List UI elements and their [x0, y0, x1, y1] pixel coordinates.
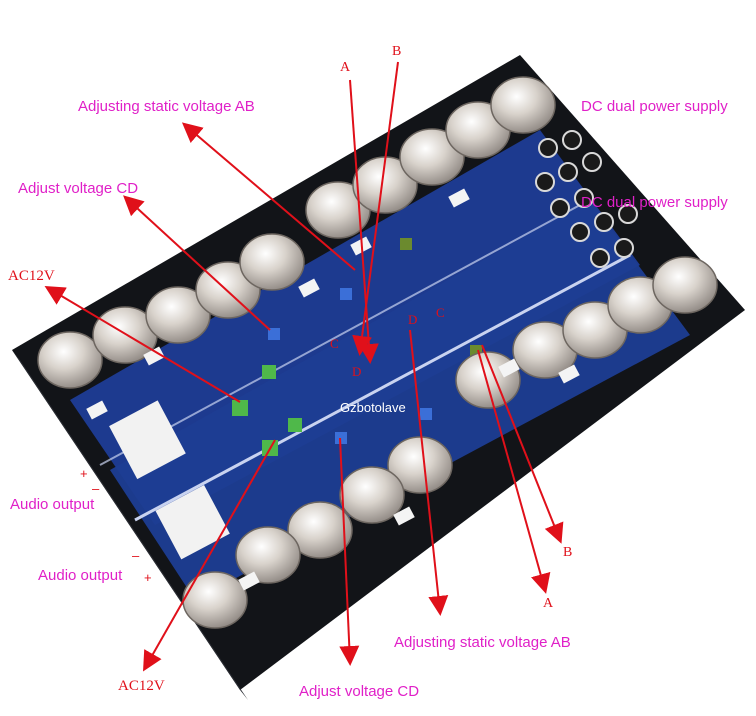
arrow-b-bottom: [481, 344, 564, 544]
capacitor-bank: [535, 130, 638, 268]
label-ac12v-bottom: AC12V: [118, 678, 165, 694]
label-dc-power-supply-2: DC dual power supply: [581, 194, 728, 211]
minus-sign-1: –: [92, 481, 100, 496]
label-d-left: D: [352, 364, 362, 379]
minus-sign-2: –: [132, 548, 140, 563]
label-a-top: A: [340, 60, 351, 75]
plus-sign-2: +: [144, 570, 152, 585]
arrow-ac12v-top: [44, 285, 241, 403]
watermark-text: Gzbotolave: [340, 400, 406, 415]
arrow-ab-bottom: [409, 329, 449, 616]
label-c-left: C: [330, 336, 339, 351]
terminal-ac12v-top: [232, 400, 248, 416]
label-b-bottom: B: [563, 545, 573, 560]
arrow-ac12v-bottom: [143, 439, 276, 672]
arrow-a-bottom: [477, 349, 551, 594]
arrow-a-top: [349, 79, 379, 364]
label-adjust-voltage-cd-bottom: Adjust voltage CD: [299, 683, 420, 700]
plus-sign-1: +: [80, 466, 88, 481]
label-adjust-static-ab-bottom: Adjusting static voltage AB: [394, 634, 571, 651]
label-adjust-static-ab-top: Adjusting static voltage AB: [78, 98, 255, 115]
arrow-ab-top: [181, 122, 356, 271]
label-dc-power-supply-1: DC dual power supply: [581, 98, 728, 115]
label-audio-output-1: Audio output: [10, 496, 95, 513]
label-adjust-voltage-cd-top: Adjust voltage CD: [18, 180, 139, 197]
transistor-group: [37, 76, 718, 629]
arrow-cd-top: [123, 195, 271, 331]
relay-bottom: [155, 485, 230, 560]
relay-top: [109, 400, 186, 480]
label-b-top: B: [392, 44, 402, 59]
label-c-right: C: [436, 305, 445, 320]
arrow-b-top: [352, 61, 399, 356]
arrow-cd-bottom: [339, 437, 360, 666]
label-a-bottom: A: [543, 596, 554, 611]
label-ac12v-top: AC12V: [8, 268, 55, 284]
label-audio-output-2: Audio output: [38, 567, 123, 584]
label-d-right: D: [408, 312, 418, 327]
